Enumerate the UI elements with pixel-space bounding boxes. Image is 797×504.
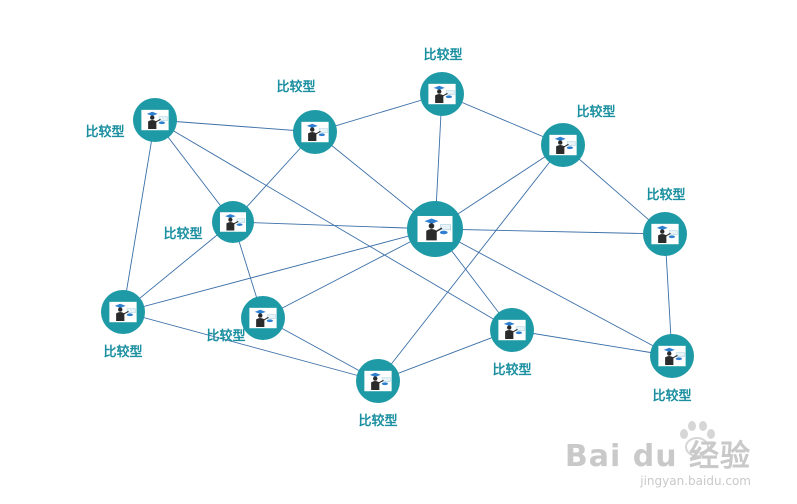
node-n10: 比较型 xyxy=(490,308,534,378)
node-n7: 比较型 xyxy=(643,187,687,256)
edge-n5-n8 xyxy=(122,221,234,313)
teacher-at-board-icon xyxy=(364,370,392,392)
node-n12: 比较型 xyxy=(650,334,694,404)
teacher-at-board-icon xyxy=(651,223,679,245)
node-label: 比较型 xyxy=(492,362,531,378)
node-label: 比较型 xyxy=(423,47,462,63)
watermark-url: jingyan.baidu.com xyxy=(640,474,751,488)
teacher-at-board-icon xyxy=(249,307,277,329)
teacher-at-board-icon xyxy=(658,345,686,367)
edge-n1-n10 xyxy=(154,119,513,331)
edge-n8-n11 xyxy=(122,311,379,382)
edges-layer xyxy=(122,93,673,382)
edge-n10-n12 xyxy=(511,329,673,357)
watermark: Bai du 经验 jingyan.baidu.com xyxy=(564,439,751,489)
node-n3: 比较型 xyxy=(420,47,464,116)
teacher-at-board-icon xyxy=(301,121,329,143)
edge-n1-n2 xyxy=(154,119,316,133)
node-label: 比较型 xyxy=(163,226,202,242)
edge-n5-n6 xyxy=(232,221,436,230)
teacher-at-board-icon xyxy=(141,109,169,131)
edge-n6-n12 xyxy=(434,228,673,357)
node-label: 比较型 xyxy=(103,344,142,360)
edge-n10-n11 xyxy=(377,329,513,382)
node-n4: 比较型 xyxy=(541,104,616,167)
edge-n4-n11 xyxy=(377,144,564,382)
edge-n6-n8 xyxy=(122,228,436,313)
edge-n1-n8 xyxy=(122,119,156,313)
teacher-at-board-icon xyxy=(498,319,526,341)
edge-n6-n9 xyxy=(262,228,436,319)
teacher-at-board-icon xyxy=(417,215,453,243)
teacher-at-board-icon xyxy=(219,212,247,232)
node-label: 比较型 xyxy=(652,388,691,404)
node-n1: 比较型 xyxy=(85,98,177,142)
edge-n6-n7 xyxy=(434,228,666,235)
baidu-paw-icon xyxy=(675,420,719,464)
node-label: 比较型 xyxy=(358,413,397,429)
node-n6 xyxy=(407,201,463,257)
node-label: 比较型 xyxy=(276,79,315,95)
node-n11: 比较型 xyxy=(356,359,400,429)
node-label: 比较型 xyxy=(646,187,685,203)
node-n8: 比较型 xyxy=(101,290,145,360)
watermark-brand: Bai du 经验 xyxy=(564,439,751,474)
node-label: 比较型 xyxy=(85,124,124,140)
teacher-at-board-icon xyxy=(109,301,137,323)
node-n9: 比较型 xyxy=(206,296,285,344)
teacher-at-board-icon xyxy=(428,83,456,105)
node-n5: 比较型 xyxy=(163,201,254,243)
edge-n4-n7 xyxy=(562,144,666,235)
node-n2: 比较型 xyxy=(276,79,337,154)
node-label: 比较型 xyxy=(206,328,245,344)
teacher-at-board-icon xyxy=(549,134,577,156)
node-label: 比较型 xyxy=(576,104,615,120)
edge-n2-n3 xyxy=(314,93,443,133)
